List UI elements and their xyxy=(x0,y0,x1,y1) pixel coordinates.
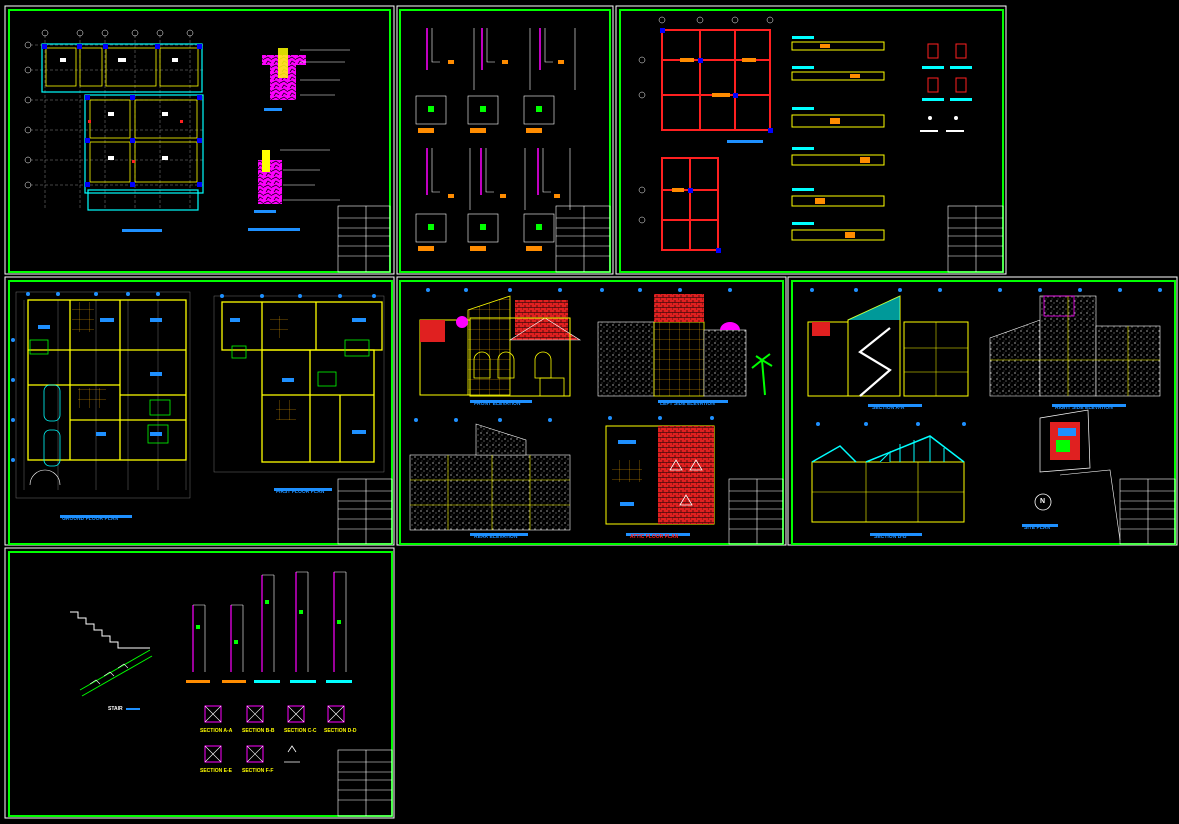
section-a-a-title: SECTION A-A xyxy=(872,405,905,411)
ground-floor-plan-title: GROUND FLOOR PLAN xyxy=(62,516,119,522)
first-floor-title-bar xyxy=(274,488,332,491)
section-b-b xyxy=(811,435,965,536)
first-floor-plan-title: FIRST FLOOR PLAN xyxy=(276,489,325,495)
north-arrow-letter: N xyxy=(1040,498,1046,505)
section-label-e: SECTION E-E xyxy=(200,768,232,774)
sheet-column-details[interactable] xyxy=(396,5,614,275)
north-arrow xyxy=(1034,493,1052,511)
ground-floor-title-bar xyxy=(60,515,132,518)
stair-detail xyxy=(70,611,153,710)
stair-label: STAIR xyxy=(108,706,123,712)
section-label-b: SECTION B-B xyxy=(242,728,275,734)
column-details xyxy=(415,28,576,251)
sheet-foundation[interactable] xyxy=(4,5,395,275)
section-label-a: SECTION A-A xyxy=(200,728,233,734)
title-block-1 xyxy=(337,205,391,273)
foundation-plan xyxy=(24,29,205,232)
title-block-4 xyxy=(337,478,393,545)
title-block-5 xyxy=(728,478,784,545)
attic-floor-plan xyxy=(605,425,715,536)
first-floor-plan xyxy=(213,295,385,491)
grid-bubbles xyxy=(11,288,1162,462)
title-block-2 xyxy=(555,205,611,273)
beam-plan xyxy=(638,16,774,253)
section-a-a xyxy=(807,295,969,407)
ground-floor-plan xyxy=(15,291,191,518)
section-label-c: SECTION C-C xyxy=(284,728,317,734)
title-block-7 xyxy=(337,749,393,817)
left-side-elevation-title: LEFT SIDE ELEVATION xyxy=(660,401,715,407)
right-side-elevation-title: RIGHT SIDE ELEVATION xyxy=(1055,405,1113,411)
foundation-plan-title-bar xyxy=(122,229,162,232)
sheet-sections[interactable] xyxy=(787,276,1178,546)
rear-elevation-title: REAR ELEVATION xyxy=(474,534,518,540)
left-side-elevation xyxy=(597,294,773,403)
sheet-beam-details[interactable] xyxy=(615,5,1007,275)
beam-sections xyxy=(920,43,972,132)
beam-elevations xyxy=(791,36,885,241)
sheet-floor-plans[interactable] xyxy=(4,276,395,546)
section-label-d: SECTION D-D xyxy=(324,728,357,734)
front-elevation-title: FRONT ELEVATION xyxy=(474,401,521,407)
footing-detail-2 xyxy=(248,149,340,231)
front-elevation xyxy=(419,295,582,403)
site-plan xyxy=(1022,409,1121,541)
right-side-elevation xyxy=(989,295,1161,407)
section-b-b-title: SECTION B-B xyxy=(874,534,907,540)
site-plan-title: SITE PLAN xyxy=(1024,525,1051,531)
attic-floor-plan-title: ATTIC FLOOR PLAN xyxy=(630,534,679,540)
title-block-6 xyxy=(1119,478,1176,545)
rear-elevation xyxy=(409,423,571,536)
section-label-f: SECTION F-F xyxy=(242,768,274,774)
title-blocks xyxy=(337,205,1176,817)
column-schedule-elevations xyxy=(186,571,352,683)
footing-detail-1 xyxy=(262,48,350,111)
title-block-3 xyxy=(947,205,1004,273)
sheet-stair-details[interactable] xyxy=(4,547,395,819)
column-section-details xyxy=(204,705,345,763)
sheet-elevations[interactable] xyxy=(396,276,787,546)
